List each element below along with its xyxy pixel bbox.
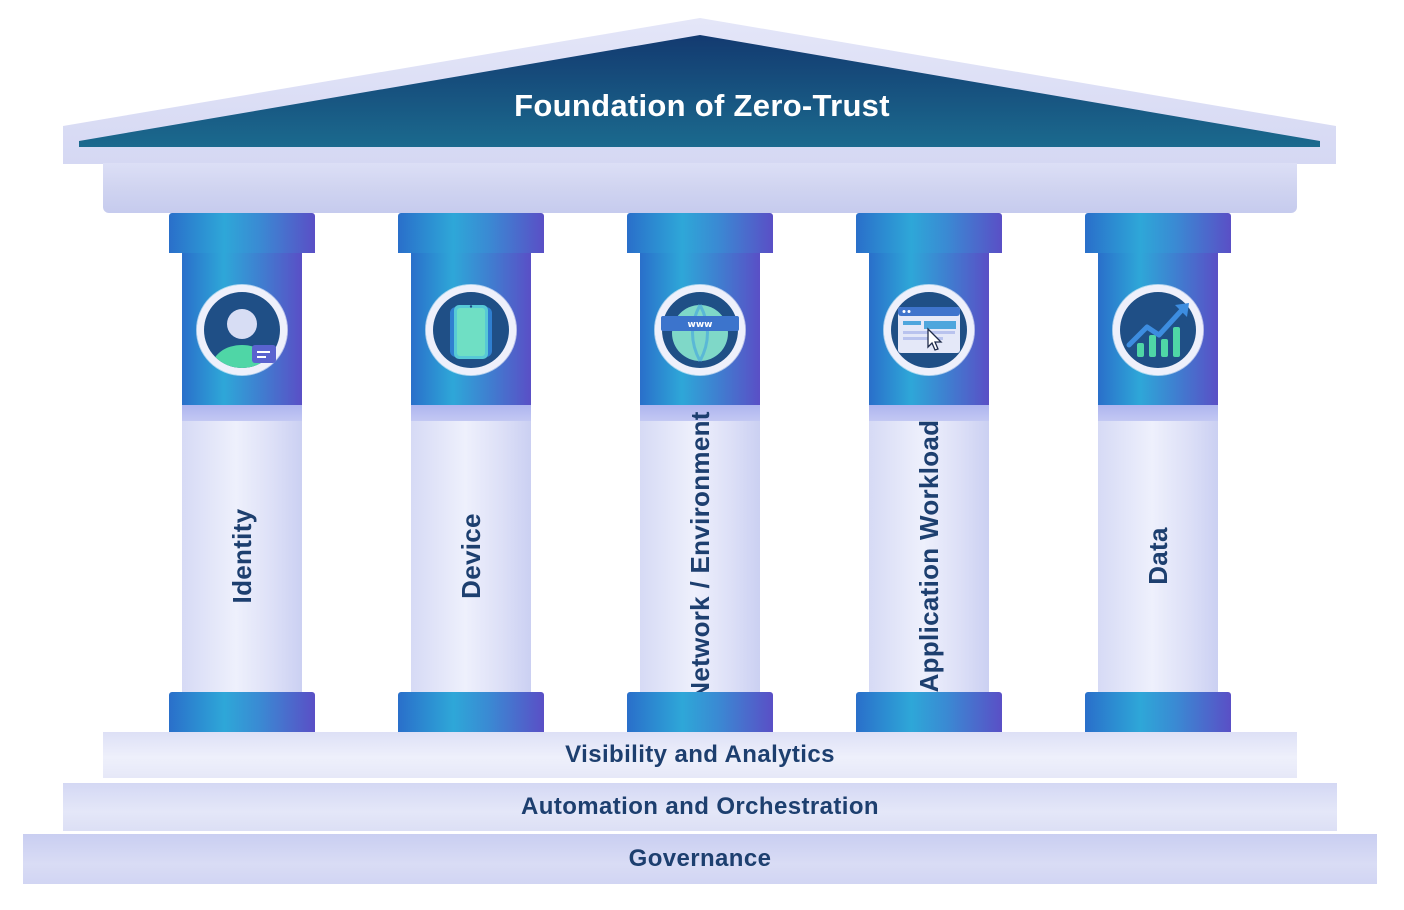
foundation-visibility-analytics: Visibility and Analytics xyxy=(103,732,1297,778)
pillar-capital xyxy=(627,213,773,253)
pillar-shaft xyxy=(411,421,531,692)
pillar-data: Data xyxy=(1085,213,1231,733)
pillar-network-environment: www Network / Environment xyxy=(627,213,773,733)
pillar-shaft xyxy=(640,421,760,692)
pillar-ring xyxy=(1098,405,1218,421)
pillar-ring xyxy=(869,405,989,421)
pillar-ring xyxy=(640,405,760,421)
mobile-device-icon xyxy=(426,285,516,375)
pillar-capital xyxy=(856,213,1002,253)
pillar-shaft xyxy=(182,421,302,692)
pillar-base xyxy=(627,692,773,732)
roof-title: Foundation of Zero-Trust xyxy=(514,88,890,123)
roof: Foundation of Zero-Trust xyxy=(0,0,1404,220)
pillar-base xyxy=(398,692,544,732)
growth-chart-icon xyxy=(1113,285,1203,375)
pillar-shaft xyxy=(869,421,989,692)
pillar-capital xyxy=(1085,213,1231,253)
pillar-application-workload: Application Workload xyxy=(856,213,1002,733)
pillar-identity: Identity xyxy=(169,213,315,733)
foundation-governance: Governance xyxy=(23,834,1377,884)
pillar-label-data: Data xyxy=(1143,527,1173,585)
pillar-base xyxy=(169,692,315,732)
pillar-ring xyxy=(182,405,302,421)
pillar-label-application-workload: Application Workload xyxy=(914,419,944,693)
user-profile-icon xyxy=(197,285,287,375)
pillar-ring xyxy=(411,405,531,421)
globe-www-icon: www xyxy=(655,285,745,375)
pillar-shaft xyxy=(1098,421,1218,692)
pillar-capital xyxy=(398,213,544,253)
pillar-label-identity: Identity xyxy=(227,508,257,604)
svg-text:www: www xyxy=(688,320,713,330)
pillar-base xyxy=(1085,692,1231,732)
roof-shape xyxy=(63,18,1336,164)
pillar-base xyxy=(856,692,1002,732)
pillar-capital xyxy=(169,213,315,253)
pillar-label-network-environment: Network / Environment xyxy=(685,411,715,701)
browser-window-cursor-icon xyxy=(884,285,974,375)
foundation-automation-orchestration: Automation and Orchestration xyxy=(63,783,1337,831)
pillar-label-device: Device xyxy=(456,513,486,599)
pillar-device: Device xyxy=(398,213,544,733)
entablature xyxy=(103,163,1297,213)
